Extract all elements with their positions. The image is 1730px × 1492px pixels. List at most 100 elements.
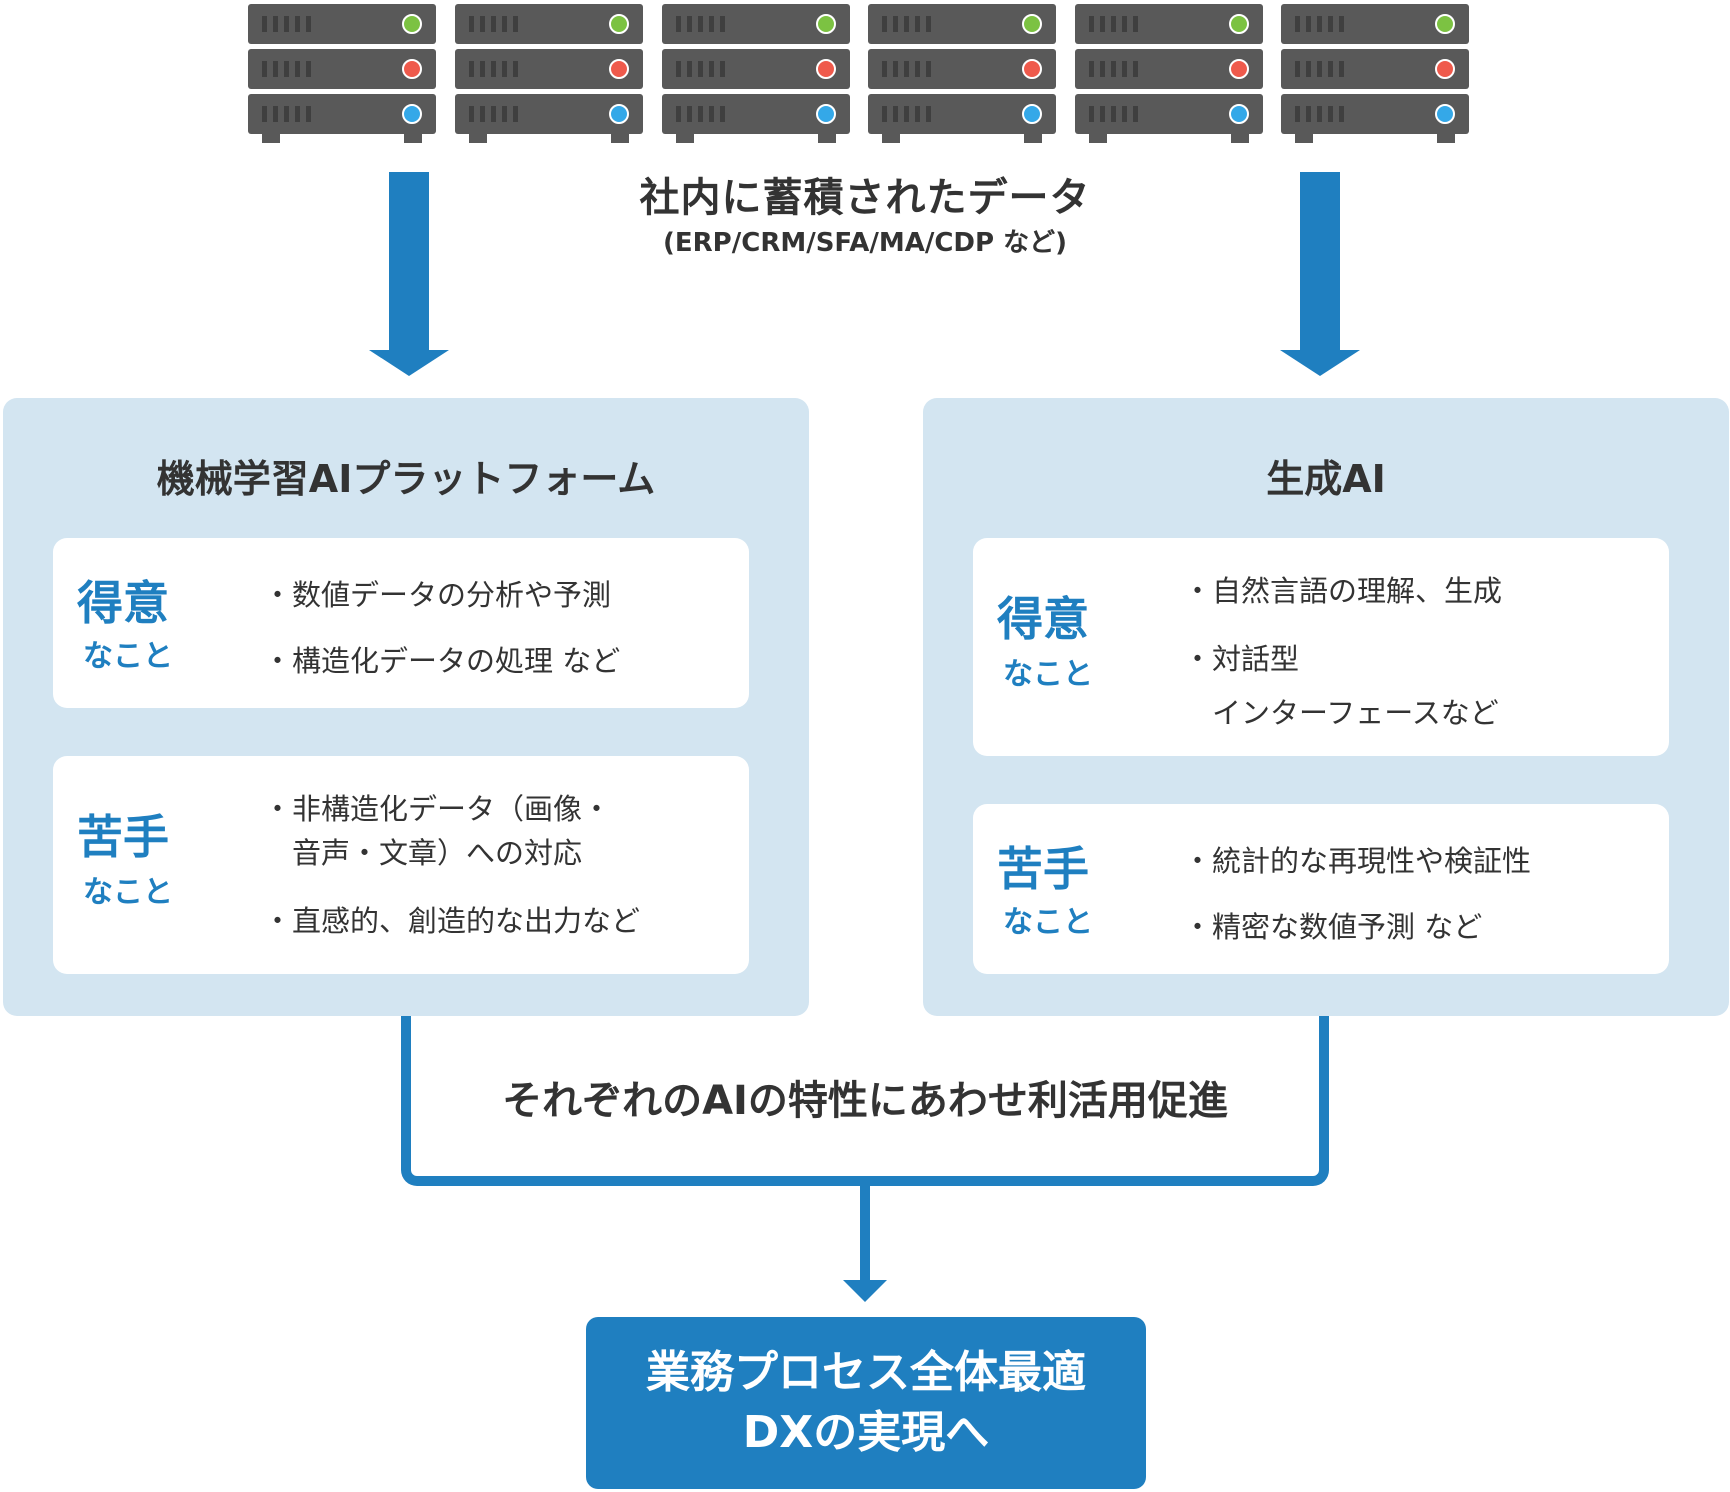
status-led-icon xyxy=(402,104,422,124)
strengths-card: 得意 なこと ・数値データの分析や予測 ・構造化データの処理 など xyxy=(53,538,749,708)
vent-grille xyxy=(882,106,932,122)
server-rack-icon xyxy=(662,0,850,145)
status-led-icon xyxy=(816,14,836,34)
result-arrow-icon xyxy=(843,1280,887,1302)
vent-grille xyxy=(1089,61,1139,77)
bullet-item: ・自然言語の理解、生成 xyxy=(1183,574,1503,608)
vent-grille xyxy=(676,16,726,32)
data-source-subtitle: (ERP/CRM/SFA/MA/CDP など) xyxy=(663,228,1067,258)
weaknesses-sublabel: なこと xyxy=(83,875,173,910)
status-led-icon xyxy=(1022,14,1042,34)
server-rack-icon xyxy=(455,0,643,145)
vent-grille xyxy=(676,106,726,122)
left-down-arrow-shaft xyxy=(389,172,429,352)
bullet-item: ・数値データの分析や予測 xyxy=(263,578,612,612)
strengths-card: 得意 なこと ・自然言語の理解、生成 ・対話型 インターフェースなど xyxy=(973,538,1669,756)
status-led-icon xyxy=(609,104,629,124)
vent-grille xyxy=(469,61,519,77)
result-box: 業務プロセス全体最適 DXの実現へ xyxy=(586,1317,1146,1489)
server-unit xyxy=(1281,49,1469,89)
vent-grille xyxy=(676,61,726,77)
vent-grille xyxy=(469,16,519,32)
server-foot xyxy=(262,133,280,143)
bullet-item: ・対話型 xyxy=(1183,642,1300,676)
server-foot xyxy=(1437,133,1455,143)
server-unit xyxy=(455,94,643,134)
weaknesses-sublabel: なこと xyxy=(1003,905,1093,940)
server-foot xyxy=(818,133,836,143)
bullet-item: ・直感的、創造的な出力など xyxy=(263,904,641,938)
server-unit xyxy=(868,4,1056,44)
server-unit xyxy=(1075,4,1263,44)
server-rack-icon xyxy=(1075,0,1263,145)
vent-grille xyxy=(469,106,519,122)
server-unit xyxy=(1281,94,1469,134)
server-unit xyxy=(455,4,643,44)
status-led-icon xyxy=(1022,104,1042,124)
vent-grille xyxy=(1295,61,1345,77)
panel-title: 生成AI xyxy=(1266,457,1386,501)
bullet-item: ・非構造化データ（画像・ xyxy=(263,792,612,826)
status-led-icon xyxy=(1435,14,1455,34)
data-source-title: 社内に蓄積されたデータ xyxy=(639,175,1091,221)
server-foot xyxy=(1295,133,1313,143)
status-led-icon xyxy=(609,14,629,34)
status-led-icon xyxy=(816,104,836,124)
weaknesses-card: 苦手 なこと ・非構造化データ（画像・ 音声・文章）への対応 ・直感的、創造的な… xyxy=(53,756,749,974)
status-led-icon xyxy=(1435,104,1455,124)
server-unit xyxy=(868,49,1056,89)
server-unit xyxy=(1075,94,1263,134)
vent-grille xyxy=(1295,16,1345,32)
server-foot xyxy=(611,133,629,143)
result-line-1: 業務プロセス全体最適 xyxy=(646,1347,1086,1398)
generative-ai-panel: 生成AI 得意 なこと ・自然言語の理解、生成 ・対話型 インターフェースなど … xyxy=(923,398,1729,1016)
status-led-icon xyxy=(1435,59,1455,79)
vent-grille xyxy=(882,61,932,77)
status-led-icon xyxy=(402,59,422,79)
server-unit xyxy=(662,49,850,89)
vent-grille xyxy=(262,16,312,32)
integration-connector xyxy=(401,1016,1329,1186)
strengths-sublabel: なこと xyxy=(83,639,173,674)
vent-grille xyxy=(1089,106,1139,122)
strengths-label: 得意 xyxy=(77,576,169,630)
server-unit xyxy=(248,49,436,89)
bullet-item: 音声・文章）への対応 xyxy=(263,836,583,870)
server-rack-icon xyxy=(868,0,1056,145)
server-rack-icon xyxy=(248,0,436,145)
weaknesses-label: 苦手 xyxy=(997,842,1089,896)
panel-title: 機械学習AIプラットフォーム xyxy=(156,457,656,501)
vent-grille xyxy=(1295,106,1345,122)
result-line-2: DXの実現へ xyxy=(742,1407,990,1458)
bullet-item: ・精密な数値予測 など xyxy=(1183,910,1483,944)
right-down-arrow-shaft xyxy=(1300,172,1340,352)
server-foot xyxy=(404,133,422,143)
vent-grille xyxy=(262,61,312,77)
server-foot xyxy=(1231,133,1249,143)
server-unit xyxy=(455,49,643,89)
server-unit xyxy=(662,4,850,44)
bullet-item: インターフェースなど xyxy=(1183,696,1499,730)
server-unit xyxy=(248,4,436,44)
server-rack-icon xyxy=(1281,0,1469,145)
status-led-icon xyxy=(402,14,422,34)
weaknesses-label: 苦手 xyxy=(77,810,169,864)
server-unit xyxy=(1281,4,1469,44)
status-led-icon xyxy=(1229,59,1249,79)
server-unit xyxy=(248,94,436,134)
server-foot xyxy=(882,133,900,143)
vent-grille xyxy=(1089,16,1139,32)
server-foot xyxy=(1089,133,1107,143)
status-led-icon xyxy=(1022,59,1042,79)
server-foot xyxy=(1024,133,1042,143)
status-led-icon xyxy=(609,59,629,79)
status-led-icon xyxy=(1229,104,1249,124)
vent-grille xyxy=(262,106,312,122)
server-unit xyxy=(662,94,850,134)
bullet-item: ・構造化データの処理 など xyxy=(263,644,621,678)
strengths-sublabel: なこと xyxy=(1003,657,1093,692)
server-foot xyxy=(676,133,694,143)
status-led-icon xyxy=(1229,14,1249,34)
vent-grille xyxy=(882,16,932,32)
strengths-label: 得意 xyxy=(997,592,1089,646)
